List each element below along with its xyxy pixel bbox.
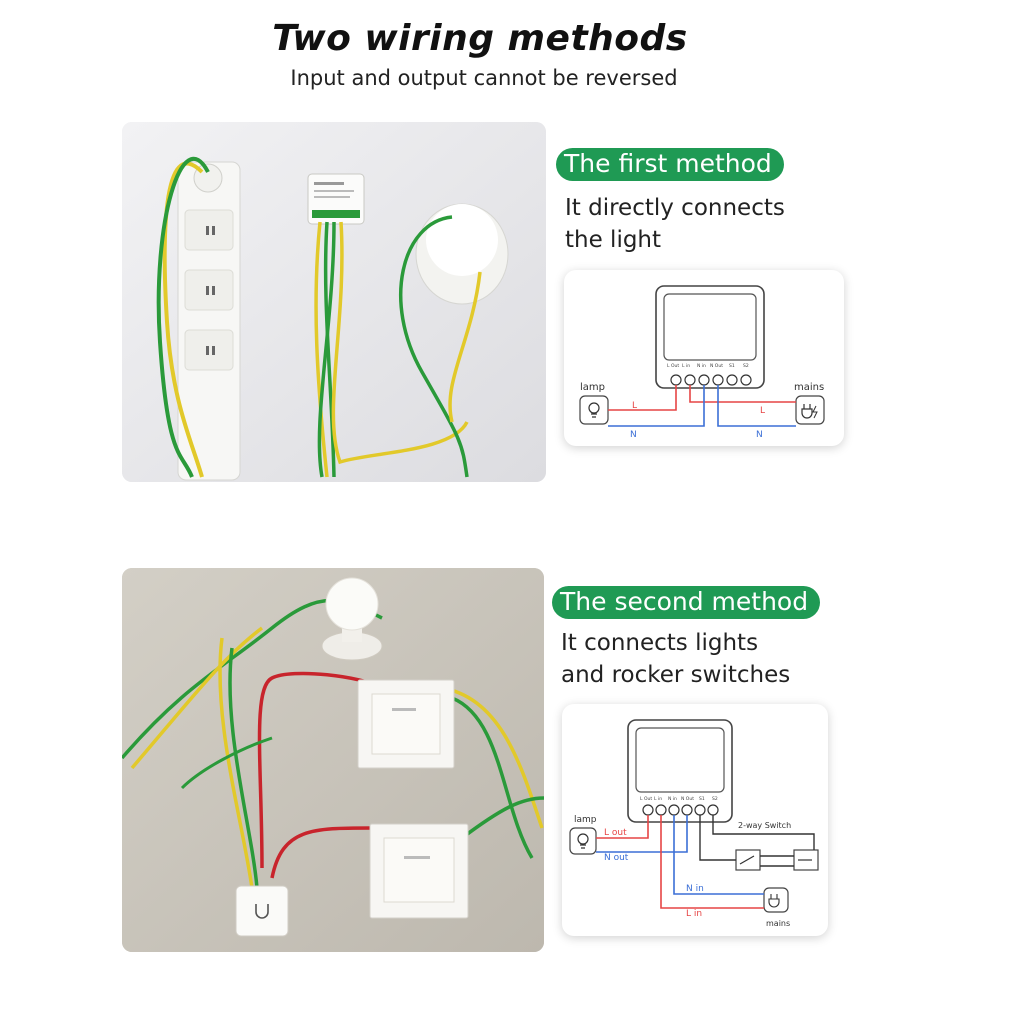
relay-module xyxy=(235,885,289,937)
page-subtitle: Input and output cannot be reversed xyxy=(290,66,678,90)
terminal-label: S2 xyxy=(743,363,749,369)
lamp-icon xyxy=(569,827,597,855)
wire-l-label: L xyxy=(632,401,637,411)
n-in-label: N in xyxy=(686,884,704,894)
l-in-label: L in xyxy=(686,909,702,919)
terminal-label: S1 xyxy=(729,363,735,369)
terminal-label: N in xyxy=(697,363,706,369)
terminal-label: L in xyxy=(654,796,662,802)
l-out-label: L out xyxy=(604,828,627,838)
terminal-label: N Out xyxy=(710,363,723,369)
relay-module xyxy=(307,173,365,225)
first-method-desc-line1: It directly connects xyxy=(565,195,785,221)
lamp-label: lamp xyxy=(574,815,597,825)
terminal-label: L in xyxy=(682,363,690,369)
photo-second-illustration xyxy=(122,568,544,952)
light-bulb xyxy=(321,577,383,661)
light-bulb xyxy=(415,203,509,305)
mains-label: mains xyxy=(766,919,790,928)
rocker-switch xyxy=(357,679,455,769)
page-title: Two wiring methods xyxy=(272,18,688,59)
lamp-icon xyxy=(579,395,609,425)
second-wiring-diagram: L Out L in N in N Out S1 S2 lamp 2-way S… xyxy=(562,704,828,936)
rocker-switch xyxy=(369,823,469,919)
plug-icon xyxy=(763,887,789,913)
first-method-desc-line2: the light xyxy=(565,227,662,253)
second-method-badge: The second method xyxy=(552,586,821,619)
terminal-label: L Out xyxy=(640,796,652,802)
photo-first-method xyxy=(122,122,546,482)
wire-l-label: L xyxy=(760,406,765,416)
terminal-label: N Out xyxy=(681,796,694,802)
wire-n-label: N xyxy=(756,430,763,440)
plug-icon xyxy=(795,395,825,425)
photo-first-illustration xyxy=(122,122,546,482)
second-method-desc-line2: and rocker switches xyxy=(561,662,791,688)
terminal-label: S2 xyxy=(712,796,718,802)
first-method-badge: The first method xyxy=(556,148,784,181)
mains-label: mains xyxy=(794,382,824,393)
first-wiring-diagram: L Out L in N in N Out S1 S2 lamp mains L… xyxy=(564,270,844,446)
terminal-label: S1 xyxy=(699,796,705,802)
terminal-label: N in xyxy=(668,796,677,802)
second-method-desc-line1: It connects lights xyxy=(561,630,759,656)
wire-n-label: N xyxy=(630,430,637,440)
switch-label: 2-way Switch xyxy=(738,821,791,830)
terminal-label: L Out xyxy=(667,363,679,369)
lamp-label: lamp xyxy=(580,382,605,393)
photo-second-method xyxy=(122,568,544,952)
n-out-label: N out xyxy=(604,853,629,863)
